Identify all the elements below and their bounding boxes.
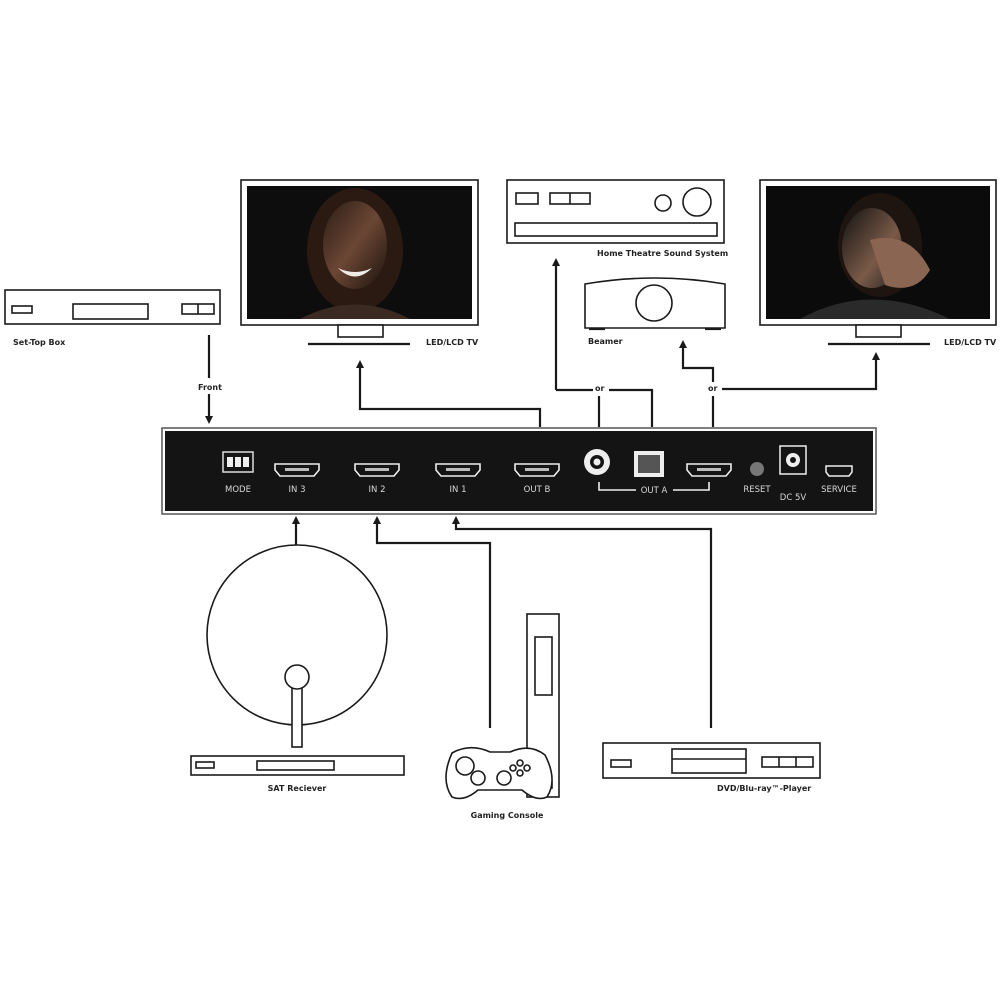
hdmi-port-in2[interactable] <box>354 463 400 477</box>
or-label-right: or <box>708 384 717 393</box>
outa-label: OUT A <box>641 486 668 496</box>
outb-label: OUT B <box>524 485 551 495</box>
dc-power-jack[interactable] <box>779 445 807 475</box>
service-usb-port[interactable] <box>825 465 853 477</box>
tv-right-device <box>759 179 997 346</box>
dvd-player-device <box>602 742 821 779</box>
connection-lines-top <box>205 258 880 427</box>
in1-label: IN 1 <box>450 485 467 495</box>
tv-left-label: LED/LCD TV <box>426 338 479 347</box>
service-label: SERVICE <box>821 485 857 495</box>
beamer-device <box>584 277 726 331</box>
gaming-console-label: Gaming Console <box>471 811 544 820</box>
mode-label: MODE <box>225 485 251 495</box>
gaming-console-device <box>445 613 560 800</box>
tv-left-device <box>240 179 479 346</box>
mode-dip-switch[interactable] <box>222 451 254 473</box>
dvd-player-label: DVD/Blu-ray™-Player <box>717 784 811 793</box>
in3-label: IN 3 <box>289 485 306 495</box>
home-theatre-label: Home Theatre Sound System <box>597 249 728 258</box>
hdmi-switch-panel <box>161 427 877 515</box>
reset-button[interactable] <box>750 462 764 476</box>
front-label: Front <box>198 383 222 392</box>
hdmi-port-in3[interactable] <box>274 463 320 477</box>
sat-receiver-label: SAT Reciever <box>268 784 327 793</box>
set-top-box-device <box>4 289 221 325</box>
home-theatre-device <box>506 179 725 244</box>
or-label-left: or <box>595 384 604 393</box>
set-top-box-label: Set-Top Box <box>13 338 66 347</box>
sat-receiver-device <box>190 544 405 776</box>
connection-lines-bottom <box>292 516 713 728</box>
tv-right-label: LED/LCD TV <box>944 338 997 347</box>
dc-label: DC 5V <box>780 493 807 503</box>
in2-label: IN 2 <box>369 485 386 495</box>
reset-label: RESET <box>743 485 771 495</box>
hdmi-port-in1[interactable] <box>435 463 481 477</box>
optical-port-icon[interactable] <box>634 451 664 477</box>
beamer-label: Beamer <box>588 337 623 346</box>
hdmi-port-outb[interactable] <box>514 463 560 477</box>
hdmi-port-outa[interactable] <box>686 463 732 477</box>
coaxial-port-icon[interactable] <box>584 449 610 475</box>
